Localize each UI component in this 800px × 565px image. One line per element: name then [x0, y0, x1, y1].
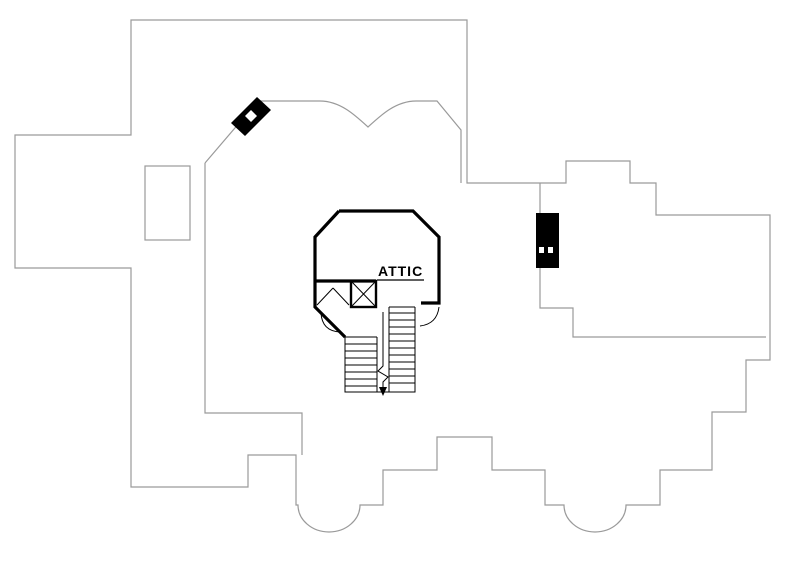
chimney-flue-group [245, 110, 553, 253]
stair-treads-right [389, 312, 415, 384]
door-swing-right [419, 306, 440, 327]
chimney-flue-icon [548, 247, 553, 253]
closet-doors [316, 287, 350, 306]
stair-arrowhead-icon [379, 387, 387, 396]
roof-opening-rect [144, 165, 191, 241]
inner-roof-edge-right [539, 183, 766, 338]
chimney-flue-icon [245, 110, 257, 122]
door-swing-left [320, 312, 341, 333]
attic-room-label: ATTIC [378, 263, 423, 279]
elevator-shaft [349, 279, 378, 309]
attic-room-walls-group [313, 209, 441, 339]
inner-roof-edge-upper [204, 100, 462, 183]
attic-wall-right [339, 209, 441, 305]
detail-lines-group [316, 280, 440, 393]
attic-wall-left [313, 209, 347, 339]
inner-roof-edge-left [204, 163, 303, 455]
stair-direction-arrow [377, 312, 389, 388]
elevator-x-icon [350, 280, 377, 308]
building-outline [14, 19, 771, 533]
chimney-icon [536, 213, 559, 268]
stair-treads-left [345, 343, 377, 387]
chimney-flue-icon [539, 247, 544, 253]
